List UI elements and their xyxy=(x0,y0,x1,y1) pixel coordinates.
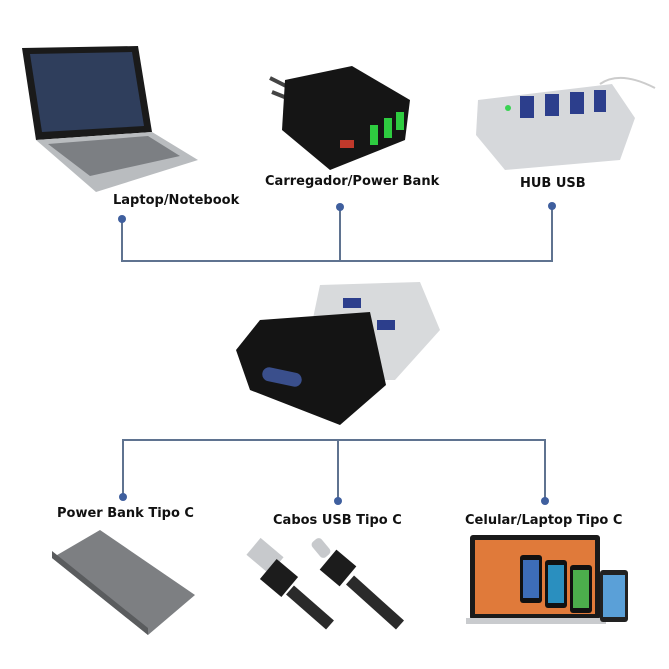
usb-hub-icon xyxy=(476,77,656,170)
source-label-hub: HUB USB xyxy=(520,176,586,191)
source-label-laptop: Laptop/Notebook xyxy=(113,193,240,208)
top-connectors xyxy=(121,206,553,262)
source-label-charger: Carregador/Power Bank xyxy=(265,174,440,189)
powerbank-dot xyxy=(119,493,127,501)
laptop-dot xyxy=(118,215,126,223)
laptop-icon xyxy=(22,46,198,192)
target-label-devices: Celular/Laptop Tipo C xyxy=(465,513,623,528)
usb-c-cable-icon xyxy=(246,537,405,630)
bottom-connectors xyxy=(122,439,546,501)
wall-charger-icon xyxy=(269,66,410,170)
target-label-powerbank: Power Bank Tipo C xyxy=(57,506,194,521)
target-label-cables: Cabos USB Tipo C xyxy=(273,513,402,528)
devices-dot xyxy=(541,497,549,505)
phones-laptop-icon xyxy=(466,535,628,624)
usb-a-to-usb-c-adapter-icon xyxy=(236,282,440,425)
charger-dot xyxy=(336,203,344,211)
cable-dot xyxy=(334,497,342,505)
power-bank-icon xyxy=(52,530,195,635)
hub-dot xyxy=(548,202,556,210)
